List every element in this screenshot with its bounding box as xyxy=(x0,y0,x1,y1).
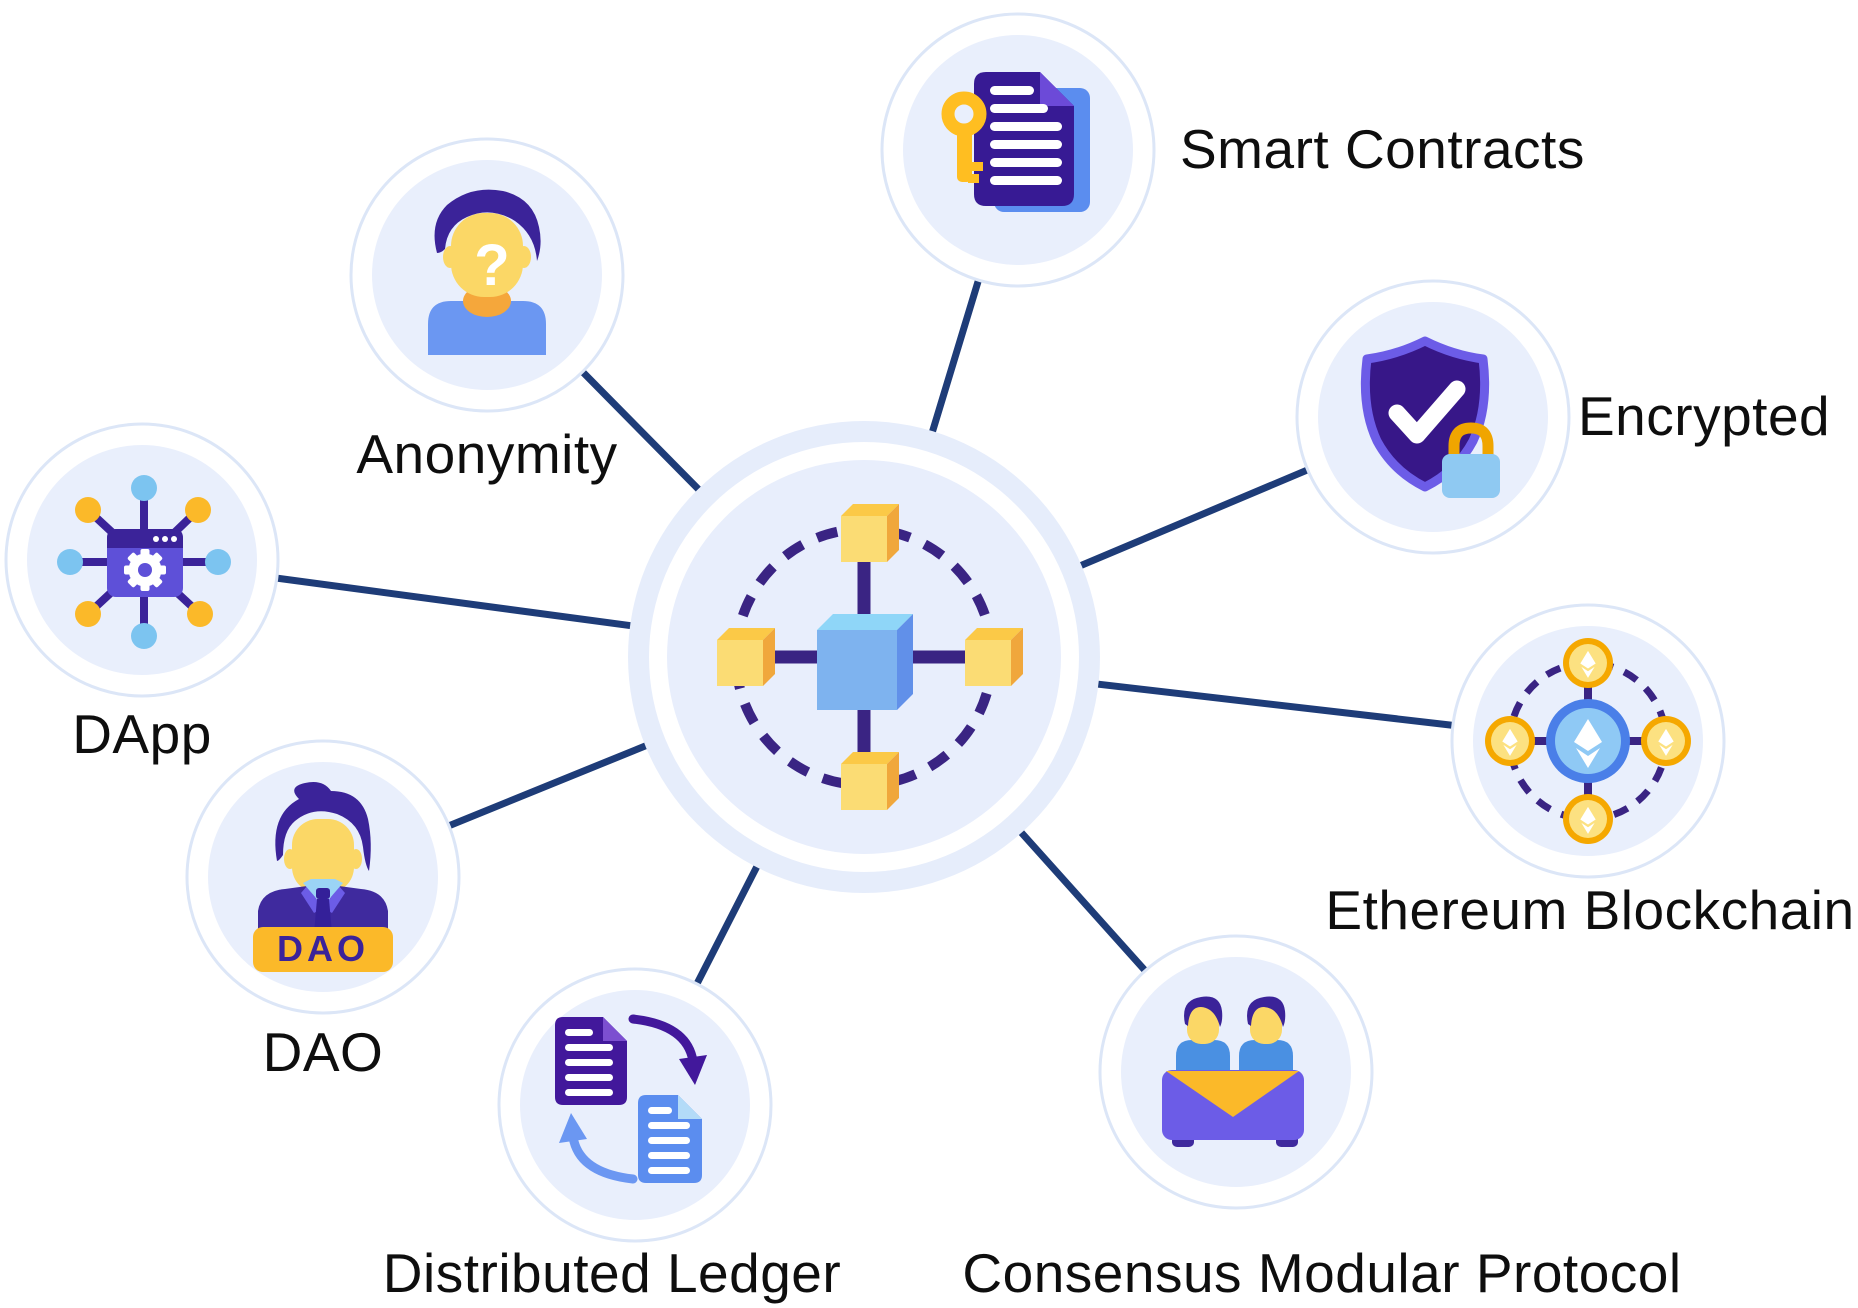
node-anonymity: ? xyxy=(349,137,625,413)
person-right xyxy=(1239,996,1293,1078)
node-label-encrypted: Encrypted xyxy=(1578,385,1831,447)
business-person-icon: DAO xyxy=(253,782,393,972)
node-label-anonymity: Anonymity xyxy=(356,423,618,485)
eth-coin-bottom xyxy=(1563,794,1613,844)
node-ethereum-blockchain xyxy=(1450,603,1726,879)
node-label-ethereum-blockchain: Ethereum Blockchain xyxy=(1325,879,1855,941)
node-consensus-modular-protocol xyxy=(1098,934,1374,1210)
sync-arrow-blue xyxy=(559,1113,638,1184)
gear-icon xyxy=(124,549,166,591)
node-label-distributed-ledger: Distributed Ledger xyxy=(382,1242,842,1304)
people-meeting-table-icon xyxy=(1162,996,1304,1147)
node-distributed-ledger xyxy=(497,967,773,1243)
node-label-smart-contracts: Smart Contracts xyxy=(1180,118,1585,180)
eth-coin-left xyxy=(1485,716,1535,766)
node-label-consensus-modular-protocol: Consensus Modular Protocol xyxy=(962,1242,1682,1304)
eth-coin-top xyxy=(1563,638,1613,688)
block-cube-top xyxy=(841,504,899,562)
block-cube-bottom xyxy=(841,752,899,810)
anonymous-person-icon: ? xyxy=(428,189,546,355)
documents-sync-icon xyxy=(555,1014,707,1184)
ethereum-network-icon xyxy=(1485,638,1691,844)
hub-node xyxy=(628,421,1100,893)
block-cube-right xyxy=(965,628,1023,686)
node-smart-contracts xyxy=(880,12,1156,288)
key-icon xyxy=(941,91,987,183)
sync-arrow-purple xyxy=(628,1014,707,1085)
eth-coin-center xyxy=(1546,699,1630,783)
padlock-icon xyxy=(1442,422,1500,498)
contract-document-key-icon xyxy=(941,72,1090,212)
eth-coin-right xyxy=(1641,716,1691,766)
node-dao: DAO xyxy=(185,739,461,1015)
blockchain-network-icon xyxy=(717,504,1023,810)
node-label-dao: DAO xyxy=(262,1021,384,1083)
dao-badge-text: DAO xyxy=(277,928,369,969)
node-encrypted xyxy=(1295,279,1571,555)
app-network-icon xyxy=(57,475,231,649)
shield-check-lock-icon xyxy=(1360,336,1500,498)
block-cube-left xyxy=(717,628,775,686)
question-mark-glyph: ? xyxy=(474,233,509,298)
person-left xyxy=(1176,996,1230,1078)
node-dapp xyxy=(4,422,280,698)
central-block-cube xyxy=(817,614,913,710)
node-label-dapp: DApp xyxy=(72,703,212,765)
